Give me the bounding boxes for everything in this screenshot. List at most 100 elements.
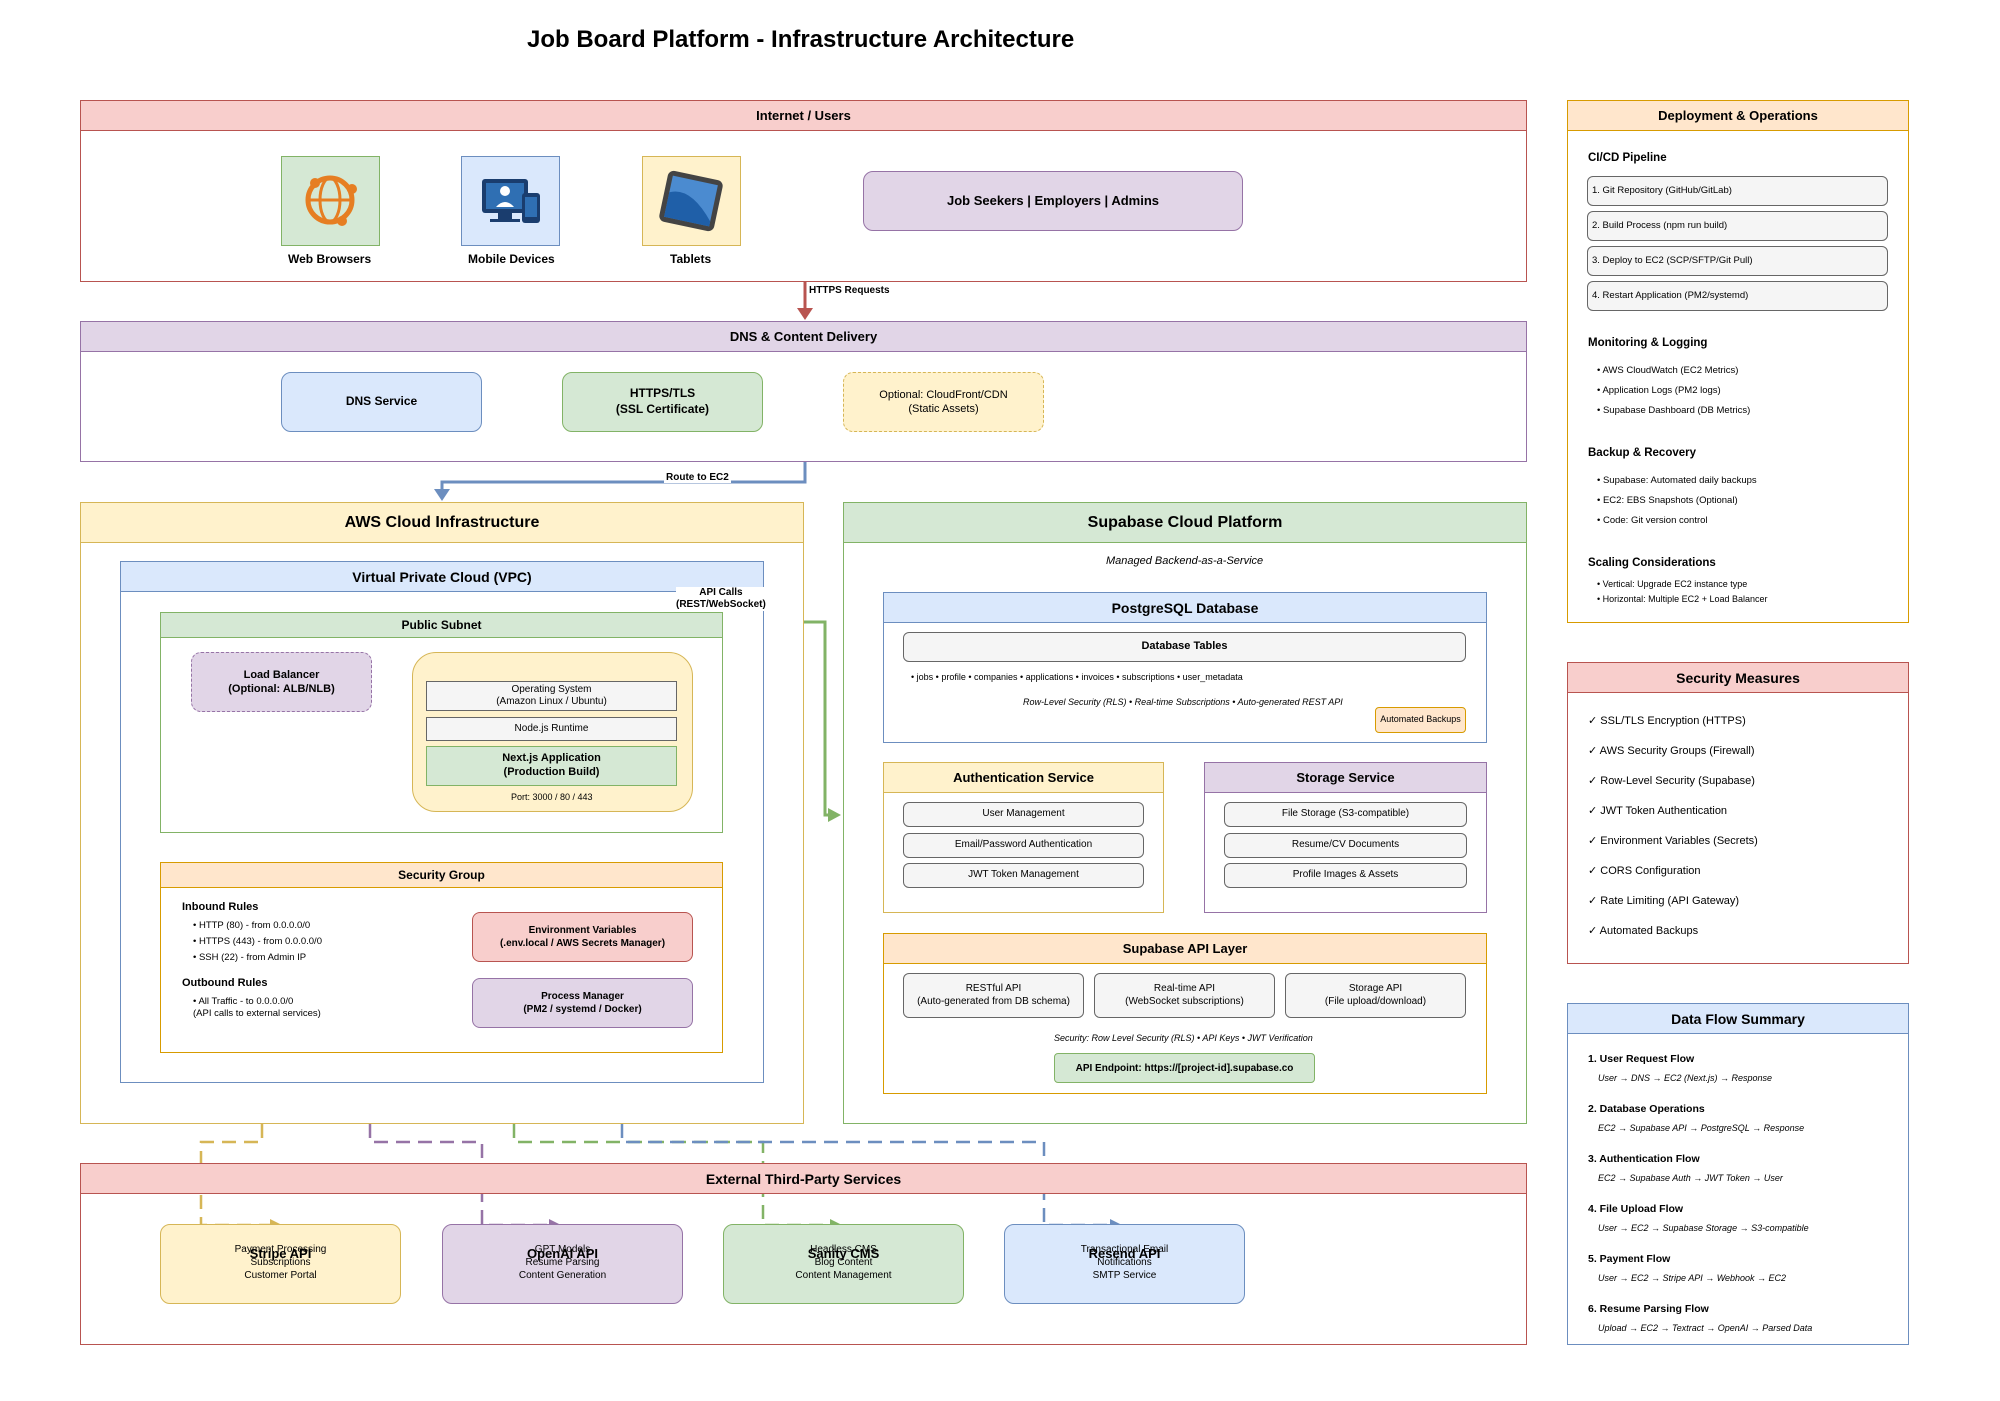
tables-list: • jobs • profile • companies • applicati… (911, 672, 1243, 682)
postgres-header: PostgreSQL Database (884, 593, 1486, 623)
monitoring-item: • Supabase Dashboard (DB Metrics) (1597, 405, 1751, 416)
dns-service-box: DNS Service (281, 372, 482, 432)
node-runtime-box: Node.js Runtime (426, 717, 677, 741)
monitoring-item: • AWS CloudWatch (EC2 Metrics) (1597, 365, 1739, 376)
service-line: SMTP Service (1092, 1269, 1157, 1281)
env-line1: Environment Variables (528, 925, 637, 936)
deployment-header: Deployment & Operations (1568, 101, 1908, 131)
cdn-line1: Optional: CloudFront/CDN (879, 388, 1008, 401)
api-item-line1: Real-time API (1153, 983, 1216, 994)
mobile-devices-tile (461, 156, 560, 246)
supabase-subtitle: Managed Backend-as-a-Service (1106, 555, 1264, 567)
aws-header: AWS Cloud Infrastructure (81, 503, 803, 543)
https-tls-line1: HTTPS/TLS (629, 386, 696, 401)
api-calls-line1: API Calls (699, 587, 743, 598)
security-item: ✓ AWS Security Groups (Firewall) (1588, 745, 1755, 757)
api-item-storage: Storage API (File upload/download) (1285, 973, 1466, 1018)
env-vars-box: Environment Variables (.env.local / AWS … (472, 912, 693, 962)
scaling-item: • Vertical: Upgrade EC2 instance type (1597, 579, 1748, 589)
api-calls-arrowhead (828, 808, 841, 822)
route-to-ec2-arrow (440, 462, 807, 492)
pm-line1: Process Manager (541, 991, 624, 1002)
storage-service-header: Storage Service (1205, 763, 1486, 793)
flow-title: 3. Authentication Flow (1588, 1153, 1700, 1165)
security-measures-header: Security Measures (1568, 663, 1908, 693)
pm-line2: (PM2 / systemd / Docker) (523, 1004, 642, 1015)
backup-item: • Code: Git version control (1597, 515, 1708, 526)
openai-connector (368, 1124, 551, 1227)
env-line2: (.env.local / AWS Secrets Manager) (499, 938, 666, 949)
security-item: ✓ CORS Configuration (1588, 865, 1701, 877)
inbound-title: Inbound Rules (182, 901, 259, 913)
backup-item: • EC2: EBS Snapshots (Optional) (1597, 495, 1738, 506)
service-line: Payment Processing (234, 1243, 327, 1255)
backup-item: • Supabase: Automated daily backups (1597, 475, 1757, 486)
outbound-rule: (API calls to external services) (193, 1008, 321, 1019)
next-line1: Next.js Application (502, 752, 601, 765)
scaling-title: Scaling Considerations (1588, 557, 1716, 569)
tablets-label: Tablets (670, 252, 712, 266)
auth-item: User Management (903, 802, 1144, 827)
lb-line2: (Optional: ALB/NLB) (228, 683, 335, 695)
service-line: Headless CMS (810, 1243, 877, 1255)
service-line: GPT Models (534, 1243, 591, 1255)
service-name: Sanity CMS (807, 1246, 880, 1262)
public-subnet-header: Public Subnet (161, 613, 722, 638)
external-services-panel: External Third-Party Services (80, 1163, 1527, 1345)
inbound-rule: • SSH (22) - from Admin IP (193, 952, 307, 963)
cicd-step: 3. Deploy to EC2 (SCP/SFTP/Git Pull) (1587, 246, 1888, 276)
service-line: Resume Parsing (525, 1256, 600, 1268)
outbound-title: Outbound Rules (182, 977, 268, 989)
security-item: ✓ JWT Token Authentication (1588, 805, 1728, 817)
inbound-rule: • HTTPS (443) - from 0.0.0.0/0 (193, 936, 322, 947)
service-name: Resend API (1088, 1246, 1161, 1262)
api-calls-label: API Calls (REST/WebSocket) (676, 587, 766, 611)
auth-item: JWT Token Management (903, 863, 1144, 888)
service-line: Notifications (1097, 1256, 1152, 1268)
resend-connector (620, 1124, 1112, 1227)
nextjs-app-box: Next.js Application (Production Build) (426, 746, 677, 786)
page-title: Job Board Platform - Infrastructure Arch… (527, 26, 1075, 53)
tablets-tile (642, 156, 741, 246)
os-line1: Operating System (511, 683, 592, 695)
auth-item: Email/Password Authentication (903, 833, 1144, 858)
process-manager-box: Process Manager (PM2 / systemd / Docker) (472, 978, 693, 1028)
monitoring-title: Monitoring & Logging (1588, 337, 1708, 349)
backup-title: Backup & Recovery (1588, 447, 1697, 459)
api-item-line1: Storage API (1348, 983, 1403, 994)
security-item: ✓ Environment Variables (Secrets) (1588, 835, 1758, 847)
https-requests-label: HTTPS Requests (809, 285, 890, 296)
auth-service-header: Authentication Service (884, 763, 1163, 793)
flow-desc: Upload → EC2 → Textract → OpenAI → Parse… (1598, 1323, 1813, 1333)
vpc-header: Virtual Private Cloud (VPC) (121, 562, 763, 592)
service-line: Transactional Email (1080, 1243, 1169, 1255)
api-security-line: Security: Row Level Security (RLS) • API… (1054, 1033, 1313, 1043)
flow-desc: User → DNS → EC2 (Next.js) → Response (1598, 1073, 1773, 1083)
api-item-line2: (WebSocket subscriptions) (1125, 995, 1244, 1007)
service-line: Customer Portal (244, 1269, 317, 1281)
https-tls-box: HTTPS/TLS (SSL Certificate) (562, 372, 763, 432)
service-line: Subscriptions (250, 1256, 311, 1268)
internet-users-header: Internet / Users (81, 101, 1526, 131)
cicd-step: 4. Restart Application (PM2/systemd) (1587, 281, 1888, 311)
api-endpoint-box: API Endpoint: https://[project-id].supab… (1054, 1053, 1315, 1083)
tablet-icon (659, 170, 723, 232)
route-to-ec2-label: Route to EC2 (664, 472, 731, 483)
mobile-devices-icon (482, 179, 540, 223)
rls-line: Row-Level Security (RLS) • Real-time Sub… (1023, 697, 1343, 707)
external-services-header: External Third-Party Services (81, 1164, 1526, 1194)
api-item-realtime: Real-time API (WebSocket subscriptions) (1094, 973, 1275, 1018)
api-item-rest: RESTful API (Auto-generated from DB sche… (903, 973, 1084, 1018)
next-line2: (Production Build) (503, 766, 600, 778)
automated-backups-badge: Automated Backups (1375, 707, 1466, 733)
sanity-service-box: Sanity CMS Headless CMS Blog Content Con… (723, 1224, 964, 1304)
flow-title: 4. File Upload Flow (1588, 1203, 1684, 1215)
os-box: Operating System (Amazon Linux / Ubuntu) (426, 681, 677, 711)
security-item: ✓ SSL/TLS Encryption (HTTPS) (1588, 715, 1746, 727)
service-name: OpenAI API (526, 1246, 599, 1262)
monitoring-item: • Application Logs (PM2 logs) (1597, 385, 1721, 396)
os-line2: (Amazon Linux / Ubuntu) (496, 696, 607, 707)
flow-title: 5. Payment Flow (1588, 1253, 1671, 1265)
security-group-header: Security Group (161, 863, 722, 888)
flow-title: 6. Resume Parsing Flow (1588, 1303, 1709, 1315)
